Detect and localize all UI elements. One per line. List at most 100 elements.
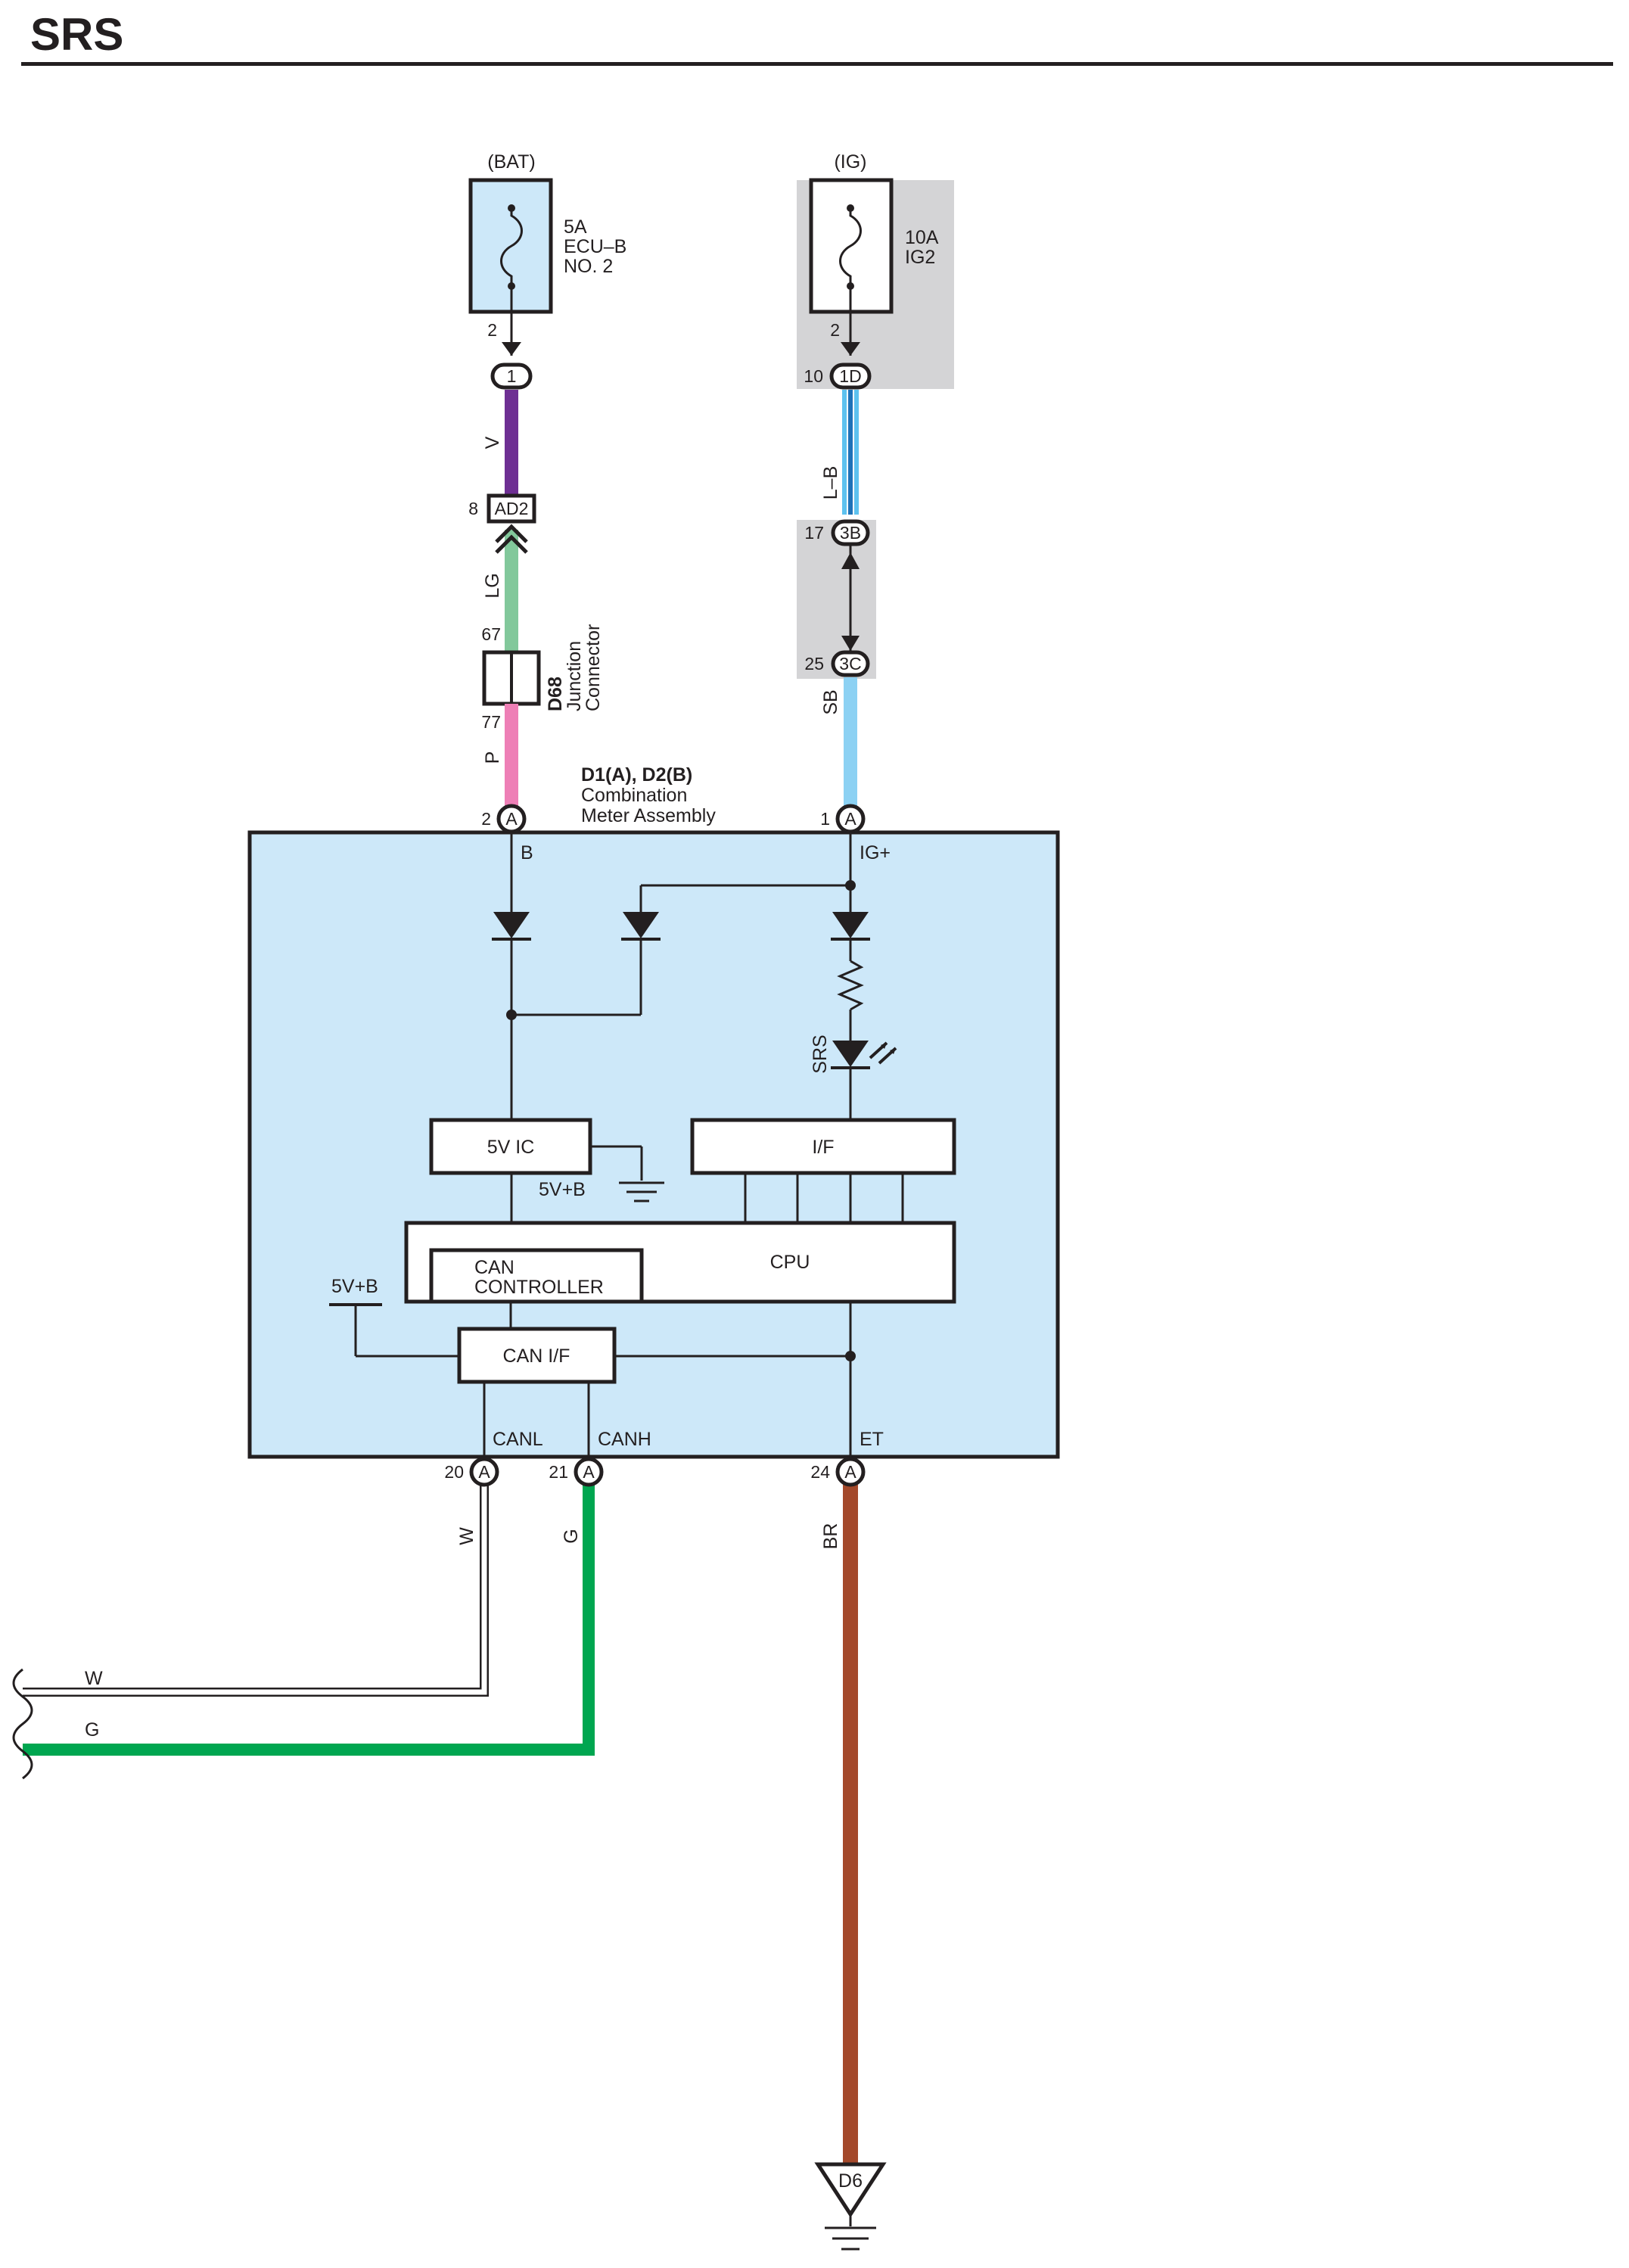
terminal-arrow-icon bbox=[841, 552, 860, 569]
pin-number: 20 bbox=[444, 1462, 464, 1482]
wire-pink bbox=[505, 704, 518, 819]
pin-number: 2 bbox=[830, 320, 840, 340]
wire-light-green bbox=[505, 530, 518, 655]
wire-violet bbox=[505, 390, 518, 496]
connector-3c bbox=[831, 650, 870, 677]
ground-icon bbox=[825, 2226, 876, 2251]
wire-sky-blue bbox=[844, 677, 857, 819]
wire-brown bbox=[843, 1482, 858, 2167]
ground-point-label: D6 bbox=[838, 2170, 863, 2192]
signal-label-canl: CANL bbox=[493, 1429, 543, 1450]
v5b-inner-label: 5V+B bbox=[539, 1179, 586, 1200]
connector-1d bbox=[829, 362, 872, 390]
pin-circle-a2 bbox=[496, 804, 527, 834]
module-code: D1(A), D2(B) bbox=[581, 764, 692, 786]
fuse-terminal-dot bbox=[847, 204, 854, 212]
pin-letter: A bbox=[478, 1462, 490, 1482]
fuse-icon bbox=[500, 208, 523, 286]
diode-icon bbox=[623, 912, 659, 938]
v5b-left-label: 5V+B bbox=[331, 1276, 378, 1297]
signal-label-et: ET bbox=[860, 1429, 884, 1450]
wire-color-label: L–B bbox=[820, 466, 841, 499]
connector-name: 1 bbox=[507, 366, 517, 386]
pin-number: 24 bbox=[810, 1462, 830, 1482]
wire-break-icon bbox=[12, 1668, 33, 1780]
d68-code: D68 bbox=[545, 677, 566, 711]
pin-letter: A bbox=[583, 1462, 595, 1482]
connector-1 bbox=[490, 362, 533, 390]
module-name-line1: Combination bbox=[581, 785, 687, 806]
ic-5v-label: 5V IC bbox=[487, 1137, 535, 1158]
wire-blue-stripe bbox=[848, 390, 853, 515]
wire-light-blue-stripe bbox=[842, 390, 847, 515]
pin-letter: A bbox=[505, 809, 518, 829]
pin-number: 1 bbox=[820, 809, 830, 829]
led-label: SRS bbox=[810, 1034, 831, 1073]
d68-desc-line1: Junction bbox=[564, 641, 585, 711]
ig-label: (IG) bbox=[834, 151, 866, 173]
interface-block bbox=[690, 1118, 956, 1175]
cpu-label: CPU bbox=[770, 1252, 810, 1273]
wire-color-label: W bbox=[456, 1527, 477, 1545]
fuse-icon bbox=[839, 208, 862, 286]
bat-fuse-rating: 5A bbox=[564, 216, 587, 238]
wire-color-label: G bbox=[561, 1529, 582, 1543]
signal-label-canh: CANH bbox=[598, 1429, 651, 1450]
wire-light-blue-stripe bbox=[854, 390, 859, 515]
connector-name: 3B bbox=[840, 523, 861, 543]
pin-circle-a24 bbox=[835, 1457, 866, 1487]
pin-circle-a1 bbox=[835, 804, 866, 834]
interface-label: I/F bbox=[812, 1137, 834, 1158]
wire-green bbox=[23, 1482, 595, 1756]
arrowhead-icon bbox=[881, 1043, 887, 1049]
ground-icon bbox=[619, 1181, 664, 1202]
pin-number: 77 bbox=[481, 712, 501, 732]
wire-white-outline bbox=[23, 1482, 489, 1697]
pin-circle-a21 bbox=[574, 1457, 604, 1487]
chevron-up-icon bbox=[495, 524, 528, 554]
can-interface-label: CAN I/F bbox=[503, 1346, 570, 1367]
can-controller-label-line1: CAN bbox=[474, 1257, 515, 1278]
diode-icon bbox=[832, 912, 869, 938]
terminal-arrow-icon bbox=[841, 342, 860, 356]
page-title: SRS bbox=[30, 9, 123, 60]
ground-point-d6 bbox=[814, 2162, 887, 2218]
wire-white bbox=[23, 1482, 487, 1695]
connector-name: AD2 bbox=[495, 499, 529, 518]
pin-number: 25 bbox=[804, 654, 824, 674]
arrowhead-icon bbox=[890, 1048, 896, 1054]
pin-circle-a20 bbox=[469, 1457, 499, 1487]
signal-label-ig: IG+ bbox=[860, 842, 891, 863]
pin-number: 21 bbox=[549, 1462, 568, 1482]
module-name-line2: Meter Assembly bbox=[581, 805, 716, 826]
d68-desc-line2: Connector bbox=[583, 624, 604, 711]
led-icon bbox=[832, 1041, 869, 1067]
connector-name: 3C bbox=[839, 654, 861, 674]
wire-color-label: P bbox=[482, 751, 503, 764]
connector-ad2 bbox=[487, 493, 536, 524]
connector-name: 1D bbox=[839, 366, 861, 386]
wire-color-label: LG bbox=[482, 573, 503, 598]
pin-number: 67 bbox=[481, 624, 501, 644]
title-underline bbox=[21, 62, 1613, 66]
pin-number: 10 bbox=[804, 366, 823, 386]
can-controller-label-line2: CONTROLLER bbox=[474, 1277, 604, 1298]
wire-color-label: W bbox=[85, 1668, 103, 1689]
signal-label-b: B bbox=[521, 842, 533, 863]
terminal-arrow-icon bbox=[841, 636, 860, 651]
wire-color-label: SB bbox=[820, 689, 841, 714]
pin-number: 2 bbox=[487, 320, 497, 340]
pin-number: 17 bbox=[804, 523, 824, 543]
bat-label: (BAT) bbox=[487, 151, 535, 173]
terminal-arrow-icon bbox=[502, 342, 521, 356]
pin-number: 2 bbox=[481, 809, 491, 829]
pin-letter: A bbox=[844, 1462, 856, 1482]
ig-fuse-name: IG2 bbox=[905, 247, 935, 268]
pin-number: 8 bbox=[468, 499, 478, 518]
diode-icon bbox=[493, 912, 530, 938]
wire-color-label: V bbox=[482, 436, 503, 449]
wire-color-label: BR bbox=[820, 1523, 841, 1550]
can-controller-block bbox=[429, 1248, 644, 1304]
bat-fuse-number: NO. 2 bbox=[564, 256, 613, 277]
resistor-icon bbox=[837, 960, 864, 1011]
